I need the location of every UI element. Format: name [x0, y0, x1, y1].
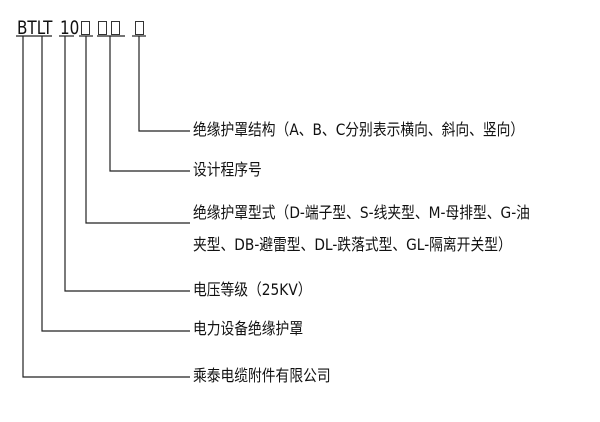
label-type-line1: 绝缘护罩型式（D-端子型、S-线夹型、M-母排型、G-油	[193, 203, 530, 222]
label-product: 电力设备绝缘护罩	[193, 319, 304, 338]
label-type-line2: 夹型、DB-避雷型、DL-跌落式型、GL-隔离开关型）	[193, 235, 512, 254]
label-company: 乘泰电缆附件有限公司	[193, 366, 331, 385]
leader-company	[22, 36, 190, 378]
leader-structure	[138, 36, 190, 132]
leader-design-seq	[109, 36, 190, 172]
placeholder-box-seq-2	[111, 21, 120, 35]
label-structure: 绝缘护罩结构（A、B、C分别表示横向、斜向、竖向）	[193, 120, 525, 139]
leader-voltage	[64, 36, 190, 292]
code-prefix: BTLT	[17, 17, 53, 39]
leader-product	[41, 36, 190, 332]
placeholder-box-type	[81, 21, 90, 35]
placeholder-box-seq-1	[98, 21, 107, 35]
placeholder-box-structure	[135, 21, 144, 35]
leader-type	[85, 36, 190, 224]
code-voltage: 10	[60, 17, 80, 39]
label-design-seq: 设计程序号	[193, 160, 262, 179]
label-voltage-grade: 电压等级（25KV）	[193, 280, 312, 299]
